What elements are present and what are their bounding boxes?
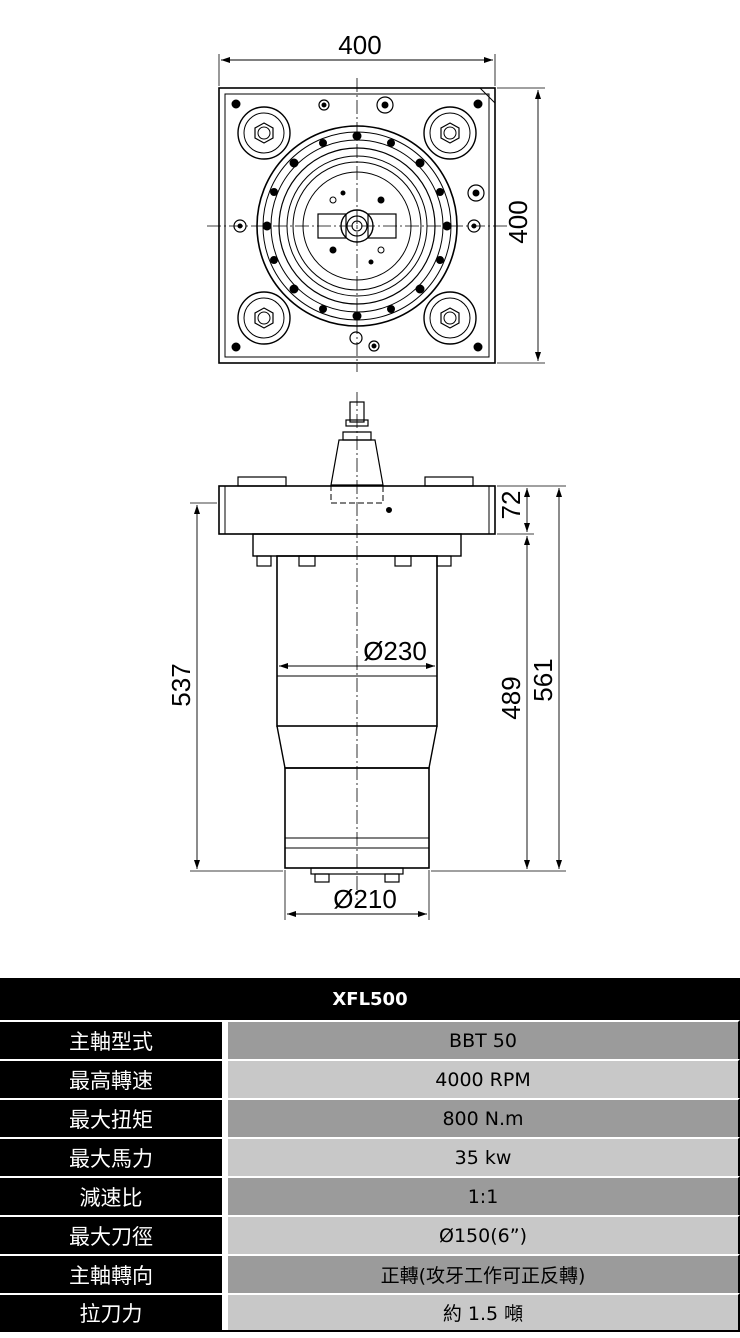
corner-bolt-tl	[237, 106, 291, 160]
dim-body-height-left: 537	[166, 663, 196, 706]
spec-row: 主軸型式 BBT 50	[0, 1020, 740, 1059]
spec-row: 最大刀徑 Ø150(6”)	[0, 1215, 740, 1254]
spec-table-title: XFL500	[0, 978, 740, 1020]
dim-diameter-lower: Ø210	[333, 884, 397, 914]
spec-value: 800 N.m	[228, 1098, 740, 1137]
dim-body-height-mid: 489	[496, 676, 526, 719]
spec-value: Ø150(6”)	[228, 1215, 740, 1254]
spec-label: 主軸型式	[0, 1020, 228, 1059]
spec-row: 最高轉速 4000 RPM	[0, 1059, 740, 1098]
spec-row: 主軸轉向 正轉(攻牙工作可正反轉)	[0, 1254, 740, 1293]
spec-row: 拉刀力 約 1.5 噸	[0, 1293, 740, 1332]
top-view	[207, 54, 545, 372]
dim-flange-height: 72	[496, 491, 526, 520]
spec-row: 最大扭矩 800 N.m	[0, 1098, 740, 1137]
dim-total-height: 561	[528, 658, 558, 701]
spec-label: 減速比	[0, 1176, 228, 1215]
spec-value: 4000 RPM	[228, 1059, 740, 1098]
technical-drawing: 400 400	[166, 30, 566, 920]
dim-top-height: 400	[503, 200, 533, 243]
side-view	[190, 392, 566, 920]
corner-bolt-bl	[237, 291, 291, 345]
dim-diameter-upper: Ø230	[363, 636, 427, 666]
spec-value: BBT 50	[228, 1020, 740, 1059]
spec-value: 正轉(攻牙工作可正反轉)	[228, 1254, 740, 1293]
tool-taper	[330, 439, 384, 486]
spec-value: 35 kw	[228, 1137, 740, 1176]
spec-value: 約 1.5 噸	[228, 1293, 740, 1330]
spec-table: XFL500 主軸型式 BBT 50 最高轉速 4000 RPM 最大扭矩 80…	[0, 978, 740, 1332]
corner-bolt-br	[423, 291, 477, 345]
corner-bolt-tr	[423, 106, 477, 160]
spec-label: 最大扭矩	[0, 1098, 228, 1137]
dim-top-width: 400	[338, 30, 381, 60]
spec-label: 最大馬力	[0, 1137, 228, 1176]
spec-label: 拉刀力	[0, 1293, 228, 1330]
spec-label: 最高轉速	[0, 1059, 228, 1098]
spec-row: 最大馬力 35 kw	[0, 1137, 740, 1176]
spec-label: 主軸轉向	[0, 1254, 228, 1293]
spec-label: 最大刀徑	[0, 1215, 228, 1254]
spec-value: 1:1	[228, 1176, 740, 1215]
spec-row: 減速比 1:1	[0, 1176, 740, 1215]
